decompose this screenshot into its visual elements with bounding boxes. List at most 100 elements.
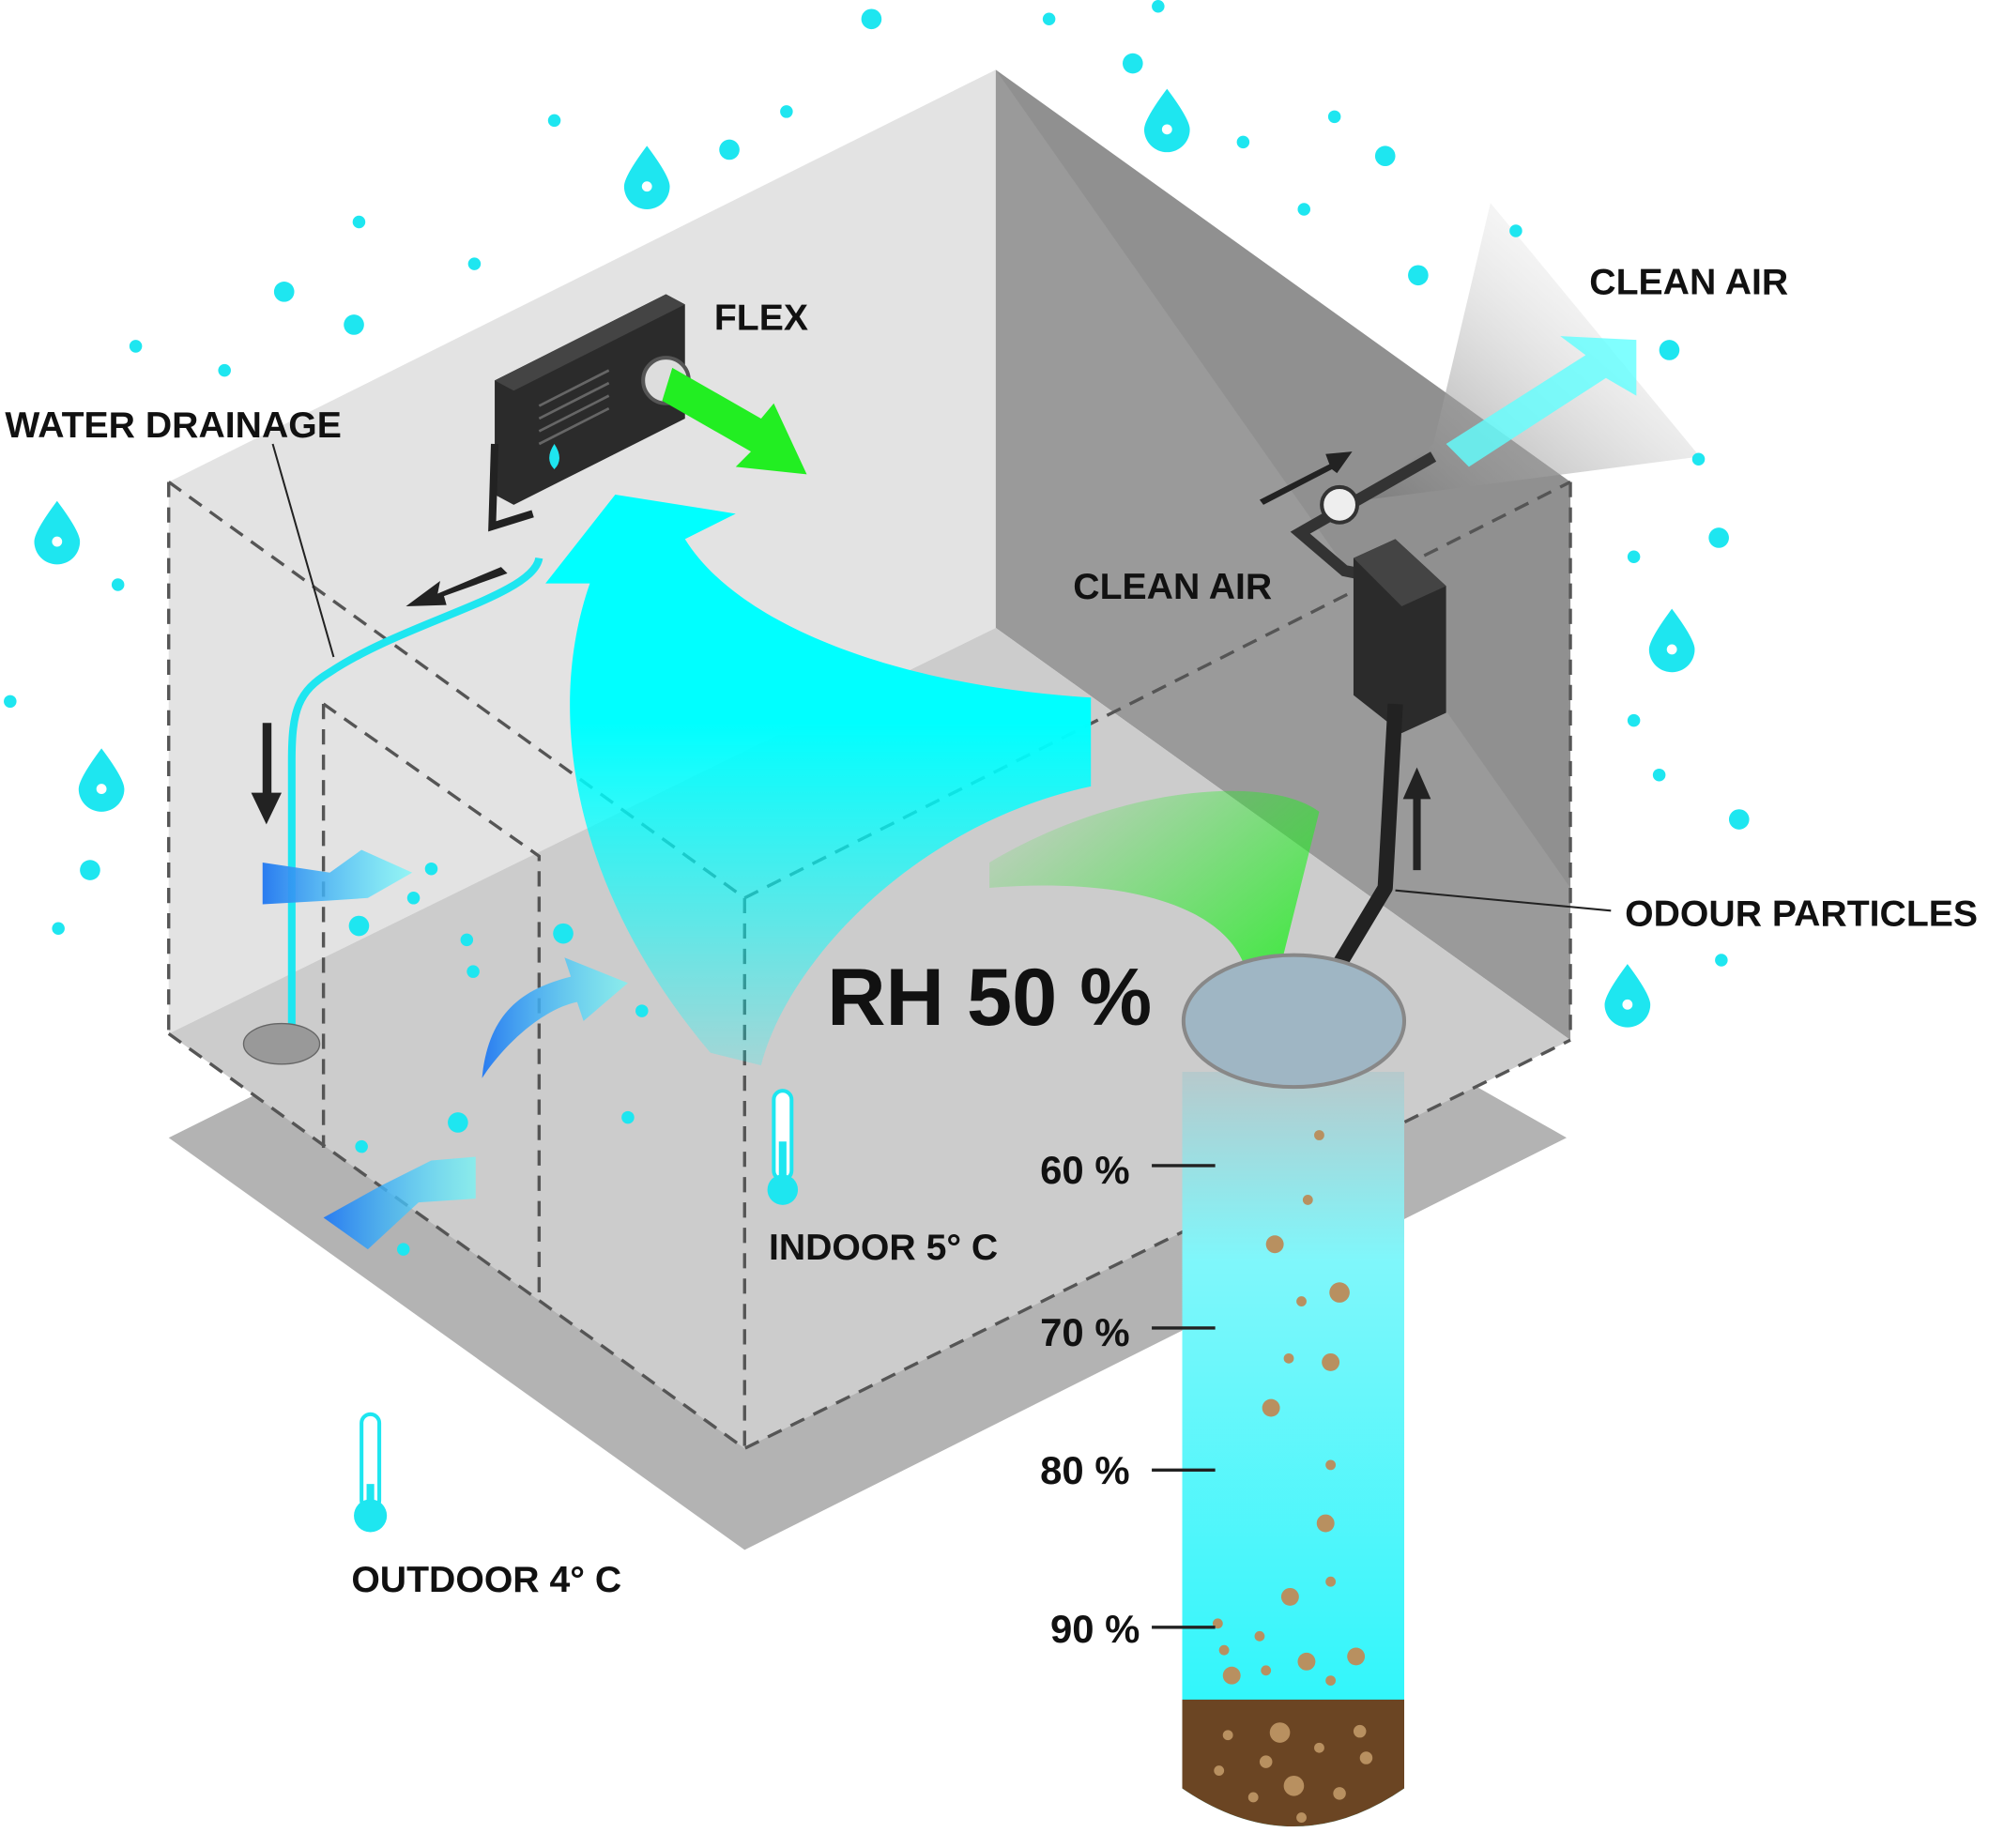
water-droplets-group (4, 0, 1750, 1256)
leak-arrow-1 (262, 849, 413, 905)
odour-particle (1359, 1751, 1373, 1764)
water-dot (1627, 713, 1641, 727)
water-dot (1659, 340, 1680, 360)
water-drop-icon (1143, 88, 1190, 153)
odour-particle (1296, 1296, 1307, 1306)
water-dot (355, 1139, 368, 1153)
odour-particle (1296, 1812, 1307, 1823)
drop-highlight (1666, 644, 1677, 655)
odour-particle (1214, 1765, 1225, 1776)
drain-arrow (405, 567, 508, 606)
odour-particle (1325, 1675, 1337, 1687)
odour-particle (1302, 1195, 1313, 1205)
soil-layer (1182, 1699, 1405, 1827)
water-dot (1327, 110, 1341, 124)
water-dot (1715, 954, 1728, 967)
leak-arrow-3 (323, 1156, 476, 1250)
odour-particle (1297, 1652, 1316, 1671)
flex-label: FLEX (714, 298, 808, 338)
water-drop-icon (623, 145, 670, 209)
humidity-column (1181, 953, 1407, 1827)
water-dot (1652, 768, 1666, 782)
fan-icon (1320, 484, 1360, 525)
water-dot (218, 363, 231, 377)
up-arrow (1402, 767, 1431, 871)
water-dot (861, 8, 882, 30)
water-dot (1152, 0, 1165, 13)
water-dot (1408, 265, 1429, 286)
water-dot (1122, 53, 1143, 74)
down-arrow (251, 723, 283, 825)
water-dot (1728, 809, 1750, 830)
water-dot (553, 923, 574, 944)
odour-particle (1265, 1235, 1284, 1254)
water-dot (635, 1004, 649, 1017)
odour-particle (1322, 1352, 1340, 1371)
odour-particle (1254, 1630, 1265, 1642)
drainage-pipe (287, 557, 543, 1034)
odour-particle (1218, 1644, 1230, 1656)
outdoor-thermometer-icon (354, 1412, 388, 1533)
water-drop-icon (78, 748, 125, 812)
water-dot (1708, 527, 1729, 548)
water-dot (4, 695, 17, 709)
drop-highlight (641, 181, 652, 192)
odour-extractor (1259, 451, 1446, 1066)
odour-particle (1262, 1398, 1280, 1417)
clean-air-outside-label: CLEAN AIR (1589, 263, 1788, 303)
flex-green-arrow (662, 367, 807, 475)
water-drop-icon (34, 500, 81, 565)
water-dot (1297, 203, 1310, 216)
water-dot (424, 862, 438, 876)
drop-highlight (1161, 124, 1172, 135)
odour-particle (1247, 1792, 1259, 1803)
odour-particle (1353, 1724, 1367, 1738)
green-airflow-arrow (989, 790, 1320, 1053)
water-drainage-leader (271, 443, 335, 658)
odour-particle (1222, 1666, 1241, 1685)
water-dot (406, 892, 421, 905)
water-dot (1509, 224, 1522, 237)
exhaust-smoke (1357, 203, 1700, 501)
drop-highlight (1622, 999, 1633, 1010)
outdoor-temp-label: OUTDOOR 4° C (351, 1560, 621, 1600)
scale-90: 90 % (1050, 1607, 1140, 1651)
odour-particle (1261, 1665, 1272, 1676)
drop-highlight (96, 784, 107, 794)
water-dot (352, 215, 366, 229)
water-dot (80, 860, 100, 880)
clean-air-arrow (1259, 451, 1353, 505)
water-dot (129, 340, 143, 353)
indoor-thermometer-icon (767, 1089, 799, 1205)
water-dot (547, 114, 561, 128)
water-dot (52, 922, 65, 935)
odour-particle (1222, 1730, 1233, 1741)
water-dot (621, 1110, 635, 1124)
indoor-temp-label: INDOOR 5° C (769, 1228, 998, 1268)
odour-particle (1347, 1647, 1366, 1666)
leak-arrow-2 (482, 957, 628, 1078)
water-dot (396, 1243, 410, 1256)
odour-particle (1325, 1459, 1337, 1471)
rh-label: RH 50 % (827, 953, 1152, 1043)
column-opening (1181, 953, 1407, 1090)
odour-particle (1259, 1755, 1273, 1768)
water-drop-icon (1604, 964, 1651, 1028)
odour-particle (1333, 1787, 1346, 1800)
drop-highlight (52, 536, 63, 547)
water-dot (467, 965, 480, 978)
water-dot (1236, 135, 1250, 149)
odour-leader (1395, 889, 1612, 912)
water-dot (719, 139, 740, 160)
water-drop-icon (1648, 608, 1695, 673)
airflow-up-arrow (545, 495, 1092, 1066)
odour-particle (1325, 1576, 1337, 1587)
odour-particle (1314, 1742, 1324, 1753)
odour-particle (1329, 1282, 1350, 1303)
water-dot (273, 282, 295, 302)
water-dot (1042, 12, 1056, 26)
water-dot (1627, 550, 1641, 564)
water-dot (1691, 452, 1706, 466)
water-drop-icon (549, 443, 559, 470)
